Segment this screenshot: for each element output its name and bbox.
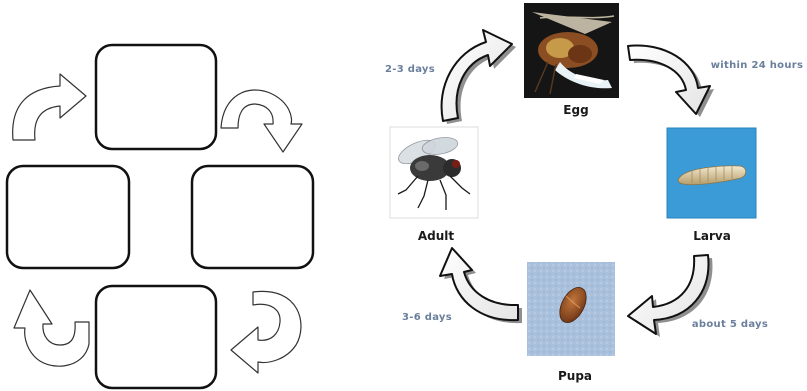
blank-arrow-bottom-right (231, 291, 301, 373)
blank-box-right[interactable] (192, 166, 313, 268)
blank-box-left[interactable] (7, 166, 129, 268)
life-cycle-diagram: Egg Larva Pupa (385, 3, 803, 383)
larva-photo (667, 128, 756, 218)
blank-arrow-top-right (221, 90, 302, 152)
duration-larva-to-pupa: about 5 days (692, 319, 768, 330)
cycle-arrow-egg-to-larva (628, 45, 714, 117)
pupa-photo (527, 262, 615, 356)
stage-label-adult: Adult (418, 229, 455, 243)
blank-box-bottom[interactable] (96, 286, 216, 388)
blank-arrow-bottom-left (14, 290, 89, 366)
cycle-arrow-adult-to-egg (442, 30, 516, 124)
stage-label-pupa: Pupa (558, 369, 592, 383)
egg-photo (524, 3, 619, 98)
duration-pupa-to-adult: 3-6 days (402, 312, 452, 323)
duration-egg-to-larva: within 24 hours (711, 60, 803, 71)
duration-adult-to-egg: 2-3 days (385, 64, 435, 75)
adult-photo (390, 127, 478, 218)
blank-worksheet (7, 45, 313, 388)
cycle-arrow-pupa-to-adult (440, 248, 522, 323)
blank-arrow-top-left (13, 74, 86, 140)
stage-label-egg: Egg (563, 103, 588, 117)
stage-label-larva: Larva (693, 229, 731, 243)
blank-box-top[interactable] (96, 45, 216, 149)
